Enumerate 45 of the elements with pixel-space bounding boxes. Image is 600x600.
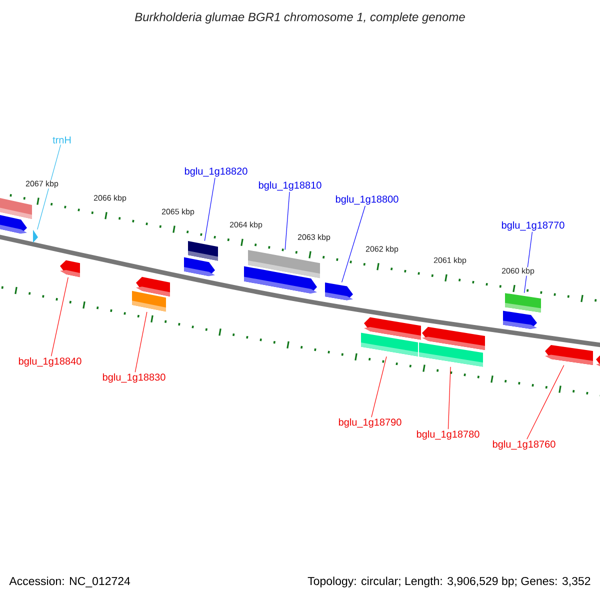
gene-label: bglu_1g18760 (492, 440, 556, 450)
title: Burkholderia glumae BGR1 chromosome 1, complete genome (134, 12, 465, 24)
accession-text: Accession: NC_012724 (9, 576, 130, 588)
leader-line (448, 366, 451, 430)
leader-line (371, 356, 387, 418)
gene-label: bglu_1g18770 (502, 221, 564, 231)
scale-label: 2060 kbp (501, 267, 535, 276)
scale-label: 2065 kbp (161, 208, 195, 216)
leader-line (50, 277, 68, 356)
gene-label: bglu_1g18810 (258, 181, 322, 191)
gene-feature (596, 353, 600, 368)
leader-line (134, 312, 148, 372)
gene-feature (545, 344, 593, 366)
genome-info-text: Topology: circular; Length: 3,906,529 bp; Genes: 3,352 (308, 576, 590, 588)
leader-line (284, 192, 290, 250)
gene-label: bglu_1g18800 (336, 195, 398, 205)
leader-line (37, 144, 61, 230)
scale-label: 2063 kbp (297, 234, 331, 242)
scale-label: 2066 kbp (93, 194, 127, 203)
gene-feature (364, 317, 421, 340)
gene-label: bglu_1g18820 (184, 167, 248, 177)
scale-label: 2061 kbp (433, 256, 467, 266)
scale-label: 2067 kbp (25, 180, 59, 188)
gene-feature (248, 250, 320, 278)
gene-label: bglu_1g18780 (416, 430, 480, 440)
scale-label: 2064 kbp (229, 221, 263, 230)
gene-triangle (33, 230, 38, 243)
gene-feature (184, 257, 215, 276)
leader-line (342, 206, 366, 283)
gene-feature (422, 326, 485, 350)
gene-label: bglu_1g18790 (338, 418, 402, 428)
gene-feature (0, 214, 27, 234)
leader-line (204, 178, 216, 242)
gene-feature (505, 293, 541, 312)
gene-feature (60, 260, 80, 278)
gene-label: trnH (52, 136, 71, 144)
gene-label: bglu_1g18830 (102, 373, 166, 383)
gene-label: bglu_1g18840 (18, 357, 82, 367)
gene-feature (0, 196, 32, 219)
gene-feature (136, 276, 170, 296)
gene-feature (503, 310, 537, 329)
scale-label: 2062 kbp (365, 245, 399, 254)
gene-feature (325, 282, 353, 300)
leader-line (526, 364, 564, 440)
gene-feature (188, 241, 218, 261)
